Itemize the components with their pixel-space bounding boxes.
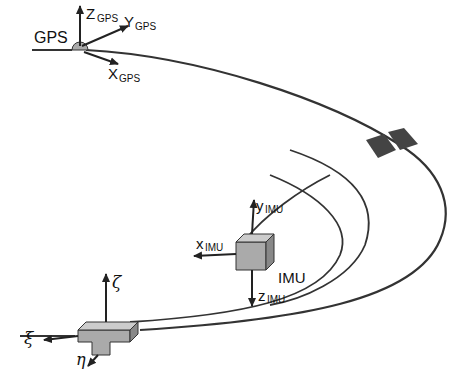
axis-arrow (252, 200, 254, 234)
axis-name: η (76, 352, 86, 368)
part-name: IMU (278, 270, 306, 285)
fuselage-line (32, 49, 72, 51)
window (366, 134, 396, 158)
axis-name: Z (86, 6, 95, 21)
fuselage-outline (20, 50, 446, 336)
axis-subscript: IMU (265, 205, 283, 215)
imu-box (236, 234, 274, 270)
axis-name: Y (124, 14, 134, 29)
axis-arrow (194, 254, 236, 256)
axis-name: X (108, 66, 118, 81)
axis-arrow (44, 336, 78, 340)
axis-name: y (256, 198, 264, 213)
axis-subscript: IMU (205, 243, 223, 253)
fuselage-line (86, 50, 446, 330)
body-frame-block (78, 322, 138, 355)
inner-line (245, 150, 369, 305)
axis-arrow (79, 6, 81, 46)
imu-axes (194, 200, 254, 306)
cockpit-windows (366, 128, 418, 158)
frame-label: GPS (34, 30, 68, 46)
body-axes (44, 274, 106, 366)
axis-name: z (258, 288, 266, 303)
axis-name: x (196, 236, 204, 251)
inner-line (130, 175, 343, 322)
axis-subscript: IMU (267, 295, 285, 305)
axis-subscript: GPS (135, 22, 156, 32)
axis-arrow (251, 270, 253, 306)
axis-name: ζ (112, 274, 121, 291)
axis-subscript: GPS (119, 74, 140, 84)
axis-arrow (84, 52, 118, 64)
axis-subscript: GPS (97, 14, 118, 24)
window (388, 128, 418, 150)
axis-arrow (82, 26, 128, 46)
axis-name: ξ (24, 330, 33, 347)
gps-axes (80, 6, 128, 64)
axis-arrow (88, 355, 98, 366)
axis-arrow (105, 274, 107, 322)
